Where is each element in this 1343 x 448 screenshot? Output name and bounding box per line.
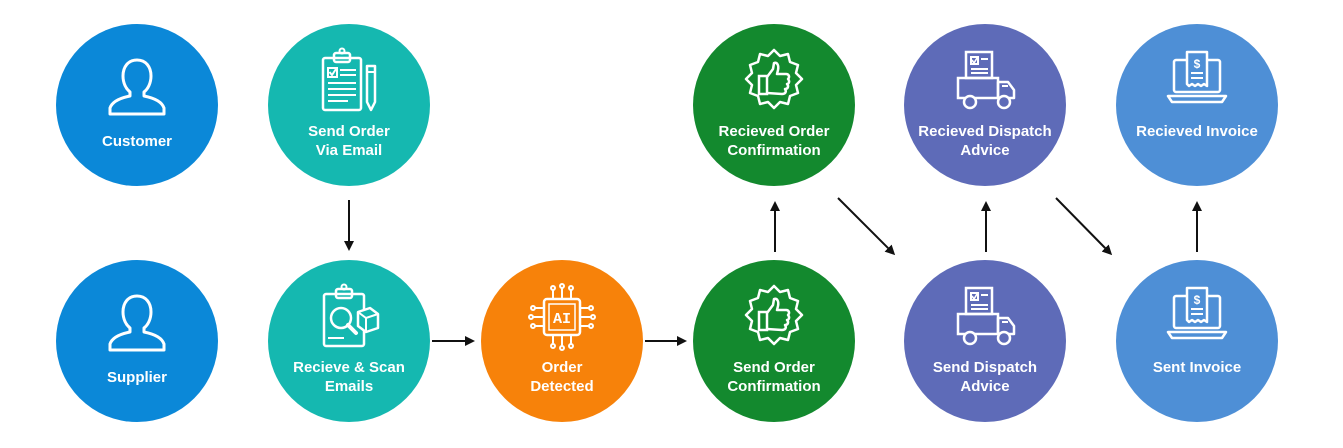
clipboard-magnifier-box-icon — [322, 283, 380, 348]
laptop-invoice-icon: $ — [1166, 50, 1228, 104]
laptop-invoice-icon: $ — [1166, 286, 1228, 340]
send-order-confirmation-node: Send Order Confirmation — [693, 260, 855, 422]
supplier-label: Supplier — [106, 369, 167, 386]
dollar-sign-icon: $ — [1194, 57, 1201, 71]
arrow-recieved-dispatch-to-sent-invoice — [1055, 197, 1113, 256]
sent-invoice-label: Sent Invoice — [1152, 359, 1242, 376]
send-order-confirmation-label: Send Order Confirmation — [727, 359, 821, 395]
order-detected-node: AI Order Detected — [481, 260, 643, 422]
thumbs-up-badge-icon — [744, 284, 804, 346]
clipboard-checklist-pencil-icon — [321, 47, 377, 112]
delivery-truck-icon — [956, 286, 1016, 346]
recieved-invoice-label: Recieved Invoice — [1136, 123, 1258, 140]
recieved-invoice-node: $ Recieved Invoice — [1116, 24, 1278, 186]
send-dispatch-advice-node: Send Dispatch Advice — [904, 260, 1066, 422]
supplier-node: Supplier — [56, 260, 218, 422]
ai-text: AI — [553, 311, 571, 328]
delivery-truck-icon — [956, 50, 1016, 110]
send-dispatch-advice-label: Send Dispatch Advice — [932, 359, 1038, 395]
send-order-via-email-node: Send Order Via Email — [268, 24, 430, 186]
customer-label: Customer — [101, 133, 172, 150]
sent-invoice-node: $ Sent Invoice — [1116, 260, 1278, 422]
recieved-order-confirmation-label: Recieved Order Confirmation — [718, 123, 830, 159]
dollar-sign-icon: $ — [1194, 293, 1201, 307]
person-icon — [108, 294, 166, 352]
thumbs-up-badge-icon — [744, 48, 804, 110]
customer-node: Customer — [56, 24, 218, 186]
recieve-and-scan-emails-label: Recieve & Scan Emails — [293, 359, 405, 395]
person-icon — [108, 58, 166, 116]
recieve-and-scan-emails-node: Recieve & Scan Emails — [268, 260, 430, 422]
arrow-recieved-confirmation-to-send-dispatch — [837, 197, 896, 256]
ai-chip-icon: AI — [528, 283, 596, 351]
recieved-dispatch-advice-node: Recieved Dispatch Advice — [904, 24, 1066, 186]
order-detected-label: Order Detected — [530, 359, 594, 395]
recieved-dispatch-advice-label: Recieved Dispatch Advice — [918, 123, 1052, 159]
send-order-via-email-label: Send Order Via Email — [308, 123, 390, 159]
recieved-order-confirmation-node: Recieved Order Confirmation — [693, 24, 855, 186]
